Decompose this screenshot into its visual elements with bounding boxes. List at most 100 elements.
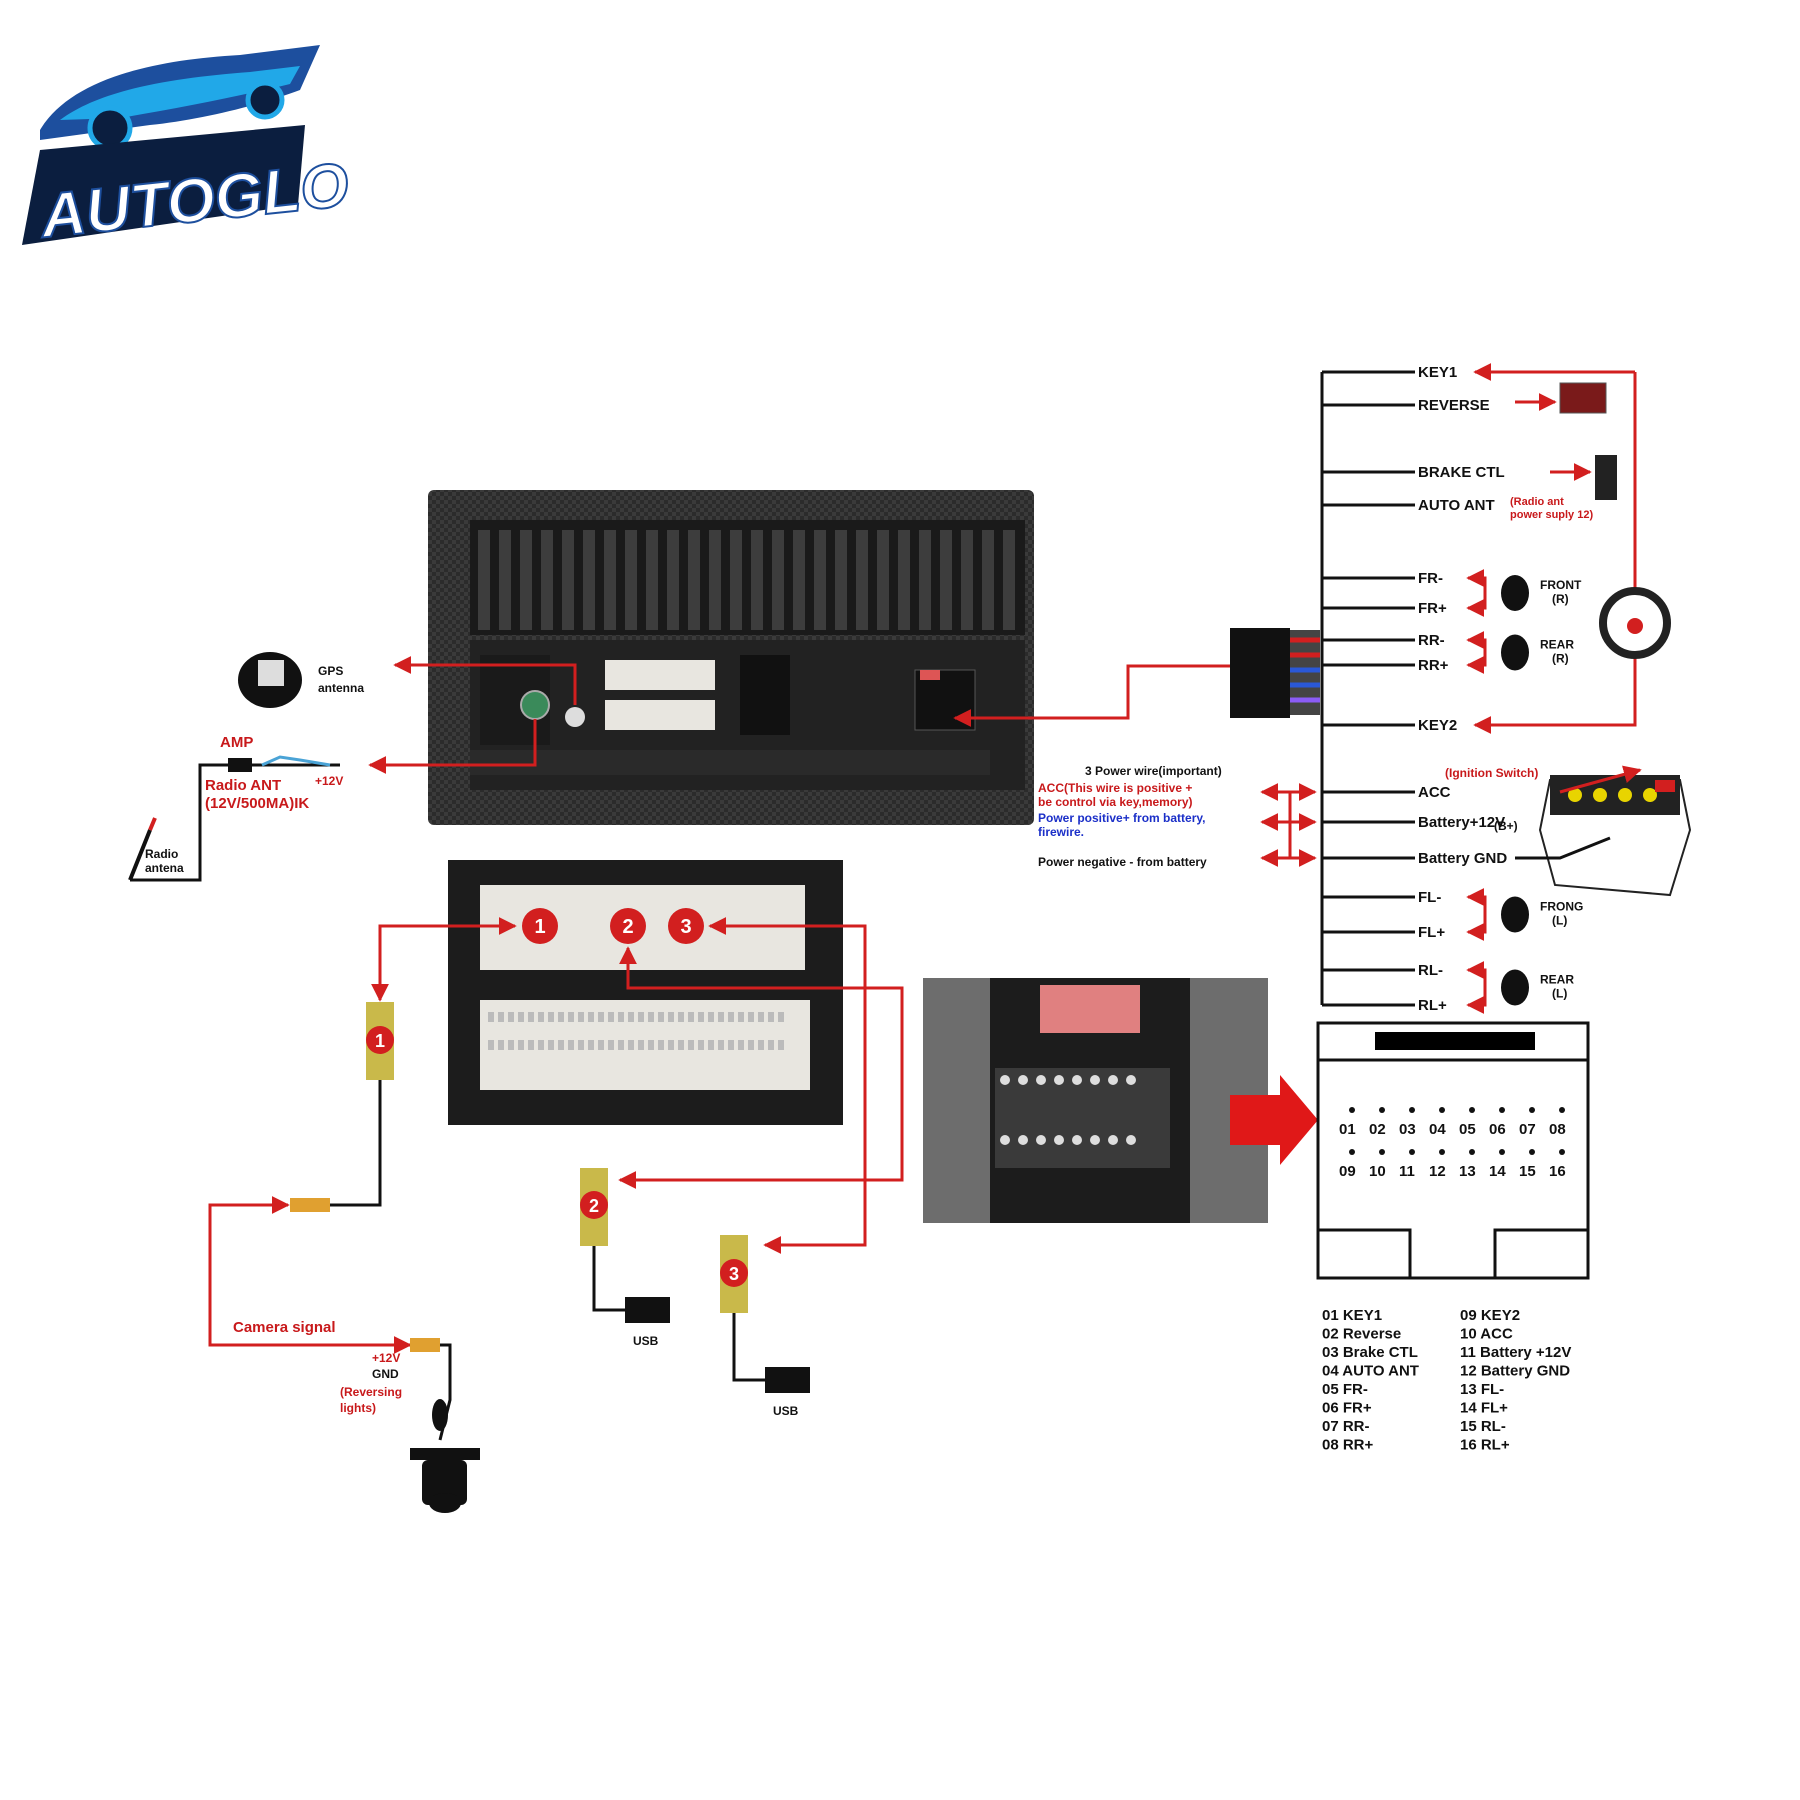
harness-label-1: REVERSE xyxy=(1418,397,1490,414)
pin-cell xyxy=(508,1012,514,1022)
pin-number: 12 xyxy=(1429,1163,1446,1180)
pin-cell xyxy=(488,1012,494,1022)
radio-plus12v: +12V xyxy=(315,774,343,788)
pin-cell xyxy=(658,1012,664,1022)
pin-number: 05 xyxy=(1459,1121,1476,1138)
fin xyxy=(772,530,784,630)
svg-text:power suply 12): power suply 12) xyxy=(1510,509,1593,521)
speaker-label-side: (L) xyxy=(1552,914,1567,928)
pin-cell xyxy=(718,1012,724,1022)
aux-connector-socket xyxy=(605,700,715,730)
harness-label-11: RL- xyxy=(1418,962,1443,979)
power-label-2: Battery GND xyxy=(1418,850,1507,867)
svg-text:antenna: antenna xyxy=(318,681,364,695)
speaker-bracket xyxy=(1466,631,1487,674)
pin-dot xyxy=(1379,1107,1385,1113)
pin-cell xyxy=(598,1040,604,1050)
pin-legend-item: 06 FR+ xyxy=(1322,1400,1372,1417)
fin xyxy=(730,530,742,630)
pin-cell xyxy=(528,1040,534,1050)
pin-cell xyxy=(588,1012,594,1022)
speaker-icon xyxy=(1501,634,1529,671)
pin-cell xyxy=(658,1040,664,1050)
socket-pin xyxy=(1036,1075,1046,1085)
usb-connector-2: 2 xyxy=(580,1168,608,1246)
socket-pin xyxy=(1126,1075,1136,1085)
fin xyxy=(541,530,553,630)
svg-text:3: 3 xyxy=(729,1264,739,1284)
pin-dot xyxy=(1469,1149,1475,1155)
socket-pin xyxy=(1018,1135,1028,1145)
fin xyxy=(940,530,952,630)
fin xyxy=(625,530,637,630)
pin-cell xyxy=(698,1040,704,1050)
pin-cell xyxy=(598,1012,604,1022)
pin-cell xyxy=(668,1012,674,1022)
pin-number: 11 xyxy=(1399,1163,1415,1180)
svg-text:2: 2 xyxy=(589,1196,599,1216)
handbrake-icon xyxy=(1595,455,1617,500)
speaker-bracket xyxy=(1466,961,1487,1014)
usb-label-2: USB xyxy=(633,1334,659,1348)
pin-number: 10 xyxy=(1369,1163,1386,1180)
head-unit-rear xyxy=(428,490,1034,825)
camera-connector-1: 1 xyxy=(366,1002,394,1080)
pin-number: 04 xyxy=(1429,1121,1446,1138)
speaker-label: FRONT xyxy=(1540,578,1582,592)
port-marker-3-circle: 3 xyxy=(668,908,704,944)
harness-label-8: KEY2 xyxy=(1418,717,1457,734)
svg-text:Power negative - from battery: Power negative - from battery xyxy=(1038,855,1207,869)
pin-cell xyxy=(648,1012,654,1022)
fin xyxy=(583,530,595,630)
brand-logo: AUTOGLO AUSTRALIA xyxy=(22,45,353,260)
pin-legend-item: 09 KEY2 xyxy=(1460,1307,1520,1324)
fin xyxy=(961,530,973,630)
pin-cell xyxy=(728,1012,734,1022)
harness-label-12: RL+ xyxy=(1418,997,1447,1014)
pin-cell xyxy=(548,1040,554,1050)
gps-antenna-port xyxy=(565,707,585,727)
speaker-label-side: (R) xyxy=(1552,652,1569,666)
pin-cell xyxy=(568,1040,574,1050)
svg-text:1: 1 xyxy=(375,1031,385,1051)
pin-number: 09 xyxy=(1339,1163,1356,1180)
pin-cell xyxy=(758,1040,764,1050)
harness-label-6: RR- xyxy=(1418,632,1445,649)
power-title: 3 Power wire(important) xyxy=(1085,764,1222,778)
pin-cell xyxy=(498,1040,504,1050)
pin-dot xyxy=(1379,1149,1385,1155)
port-marker-1-circle: 1 xyxy=(522,908,558,944)
radio-antenna-port xyxy=(520,690,550,720)
harness-label-4: FR- xyxy=(1418,570,1443,587)
speaker-icon xyxy=(1501,969,1529,1006)
pin-legend-item: 08 RR+ xyxy=(1322,1437,1374,1454)
svg-text:firewire.: firewire. xyxy=(1038,825,1084,839)
pin-legend-item: 05 FR- xyxy=(1322,1381,1368,1398)
speaker-label: FRONG xyxy=(1540,900,1583,914)
harness-label-0: KEY1 xyxy=(1418,364,1457,381)
socket-pin xyxy=(1018,1075,1028,1085)
pin-cell xyxy=(638,1012,644,1022)
pin-cell xyxy=(758,1012,764,1022)
harness-label-2: BRAKE CTL xyxy=(1418,464,1505,481)
speaker-bracket xyxy=(1466,888,1487,941)
camera-signal-label: Camera signal xyxy=(233,1319,336,1336)
harness-label-5: FR+ xyxy=(1418,600,1447,617)
svg-text:2: 2 xyxy=(622,916,633,938)
svg-text:ACC(This wire is positive +: ACC(This wire is positive + xyxy=(1038,781,1192,795)
fin xyxy=(877,530,889,630)
pin-cell xyxy=(608,1012,614,1022)
fin xyxy=(499,530,511,630)
port-marker-2-circle: 2 xyxy=(610,908,646,944)
svg-text:GND: GND xyxy=(372,1367,399,1381)
pin-cell xyxy=(518,1012,524,1022)
pin-dot xyxy=(1349,1149,1355,1155)
socket-pin xyxy=(1000,1075,1010,1085)
socket-pin xyxy=(1108,1075,1118,1085)
usb-label-3: USB xyxy=(773,1404,799,1418)
fin xyxy=(835,530,847,630)
svg-text:(B+): (B+) xyxy=(1494,819,1518,833)
speaker-label-side: (R) xyxy=(1552,592,1569,606)
pin-number: 03 xyxy=(1399,1121,1416,1138)
pin-cell xyxy=(588,1040,594,1050)
